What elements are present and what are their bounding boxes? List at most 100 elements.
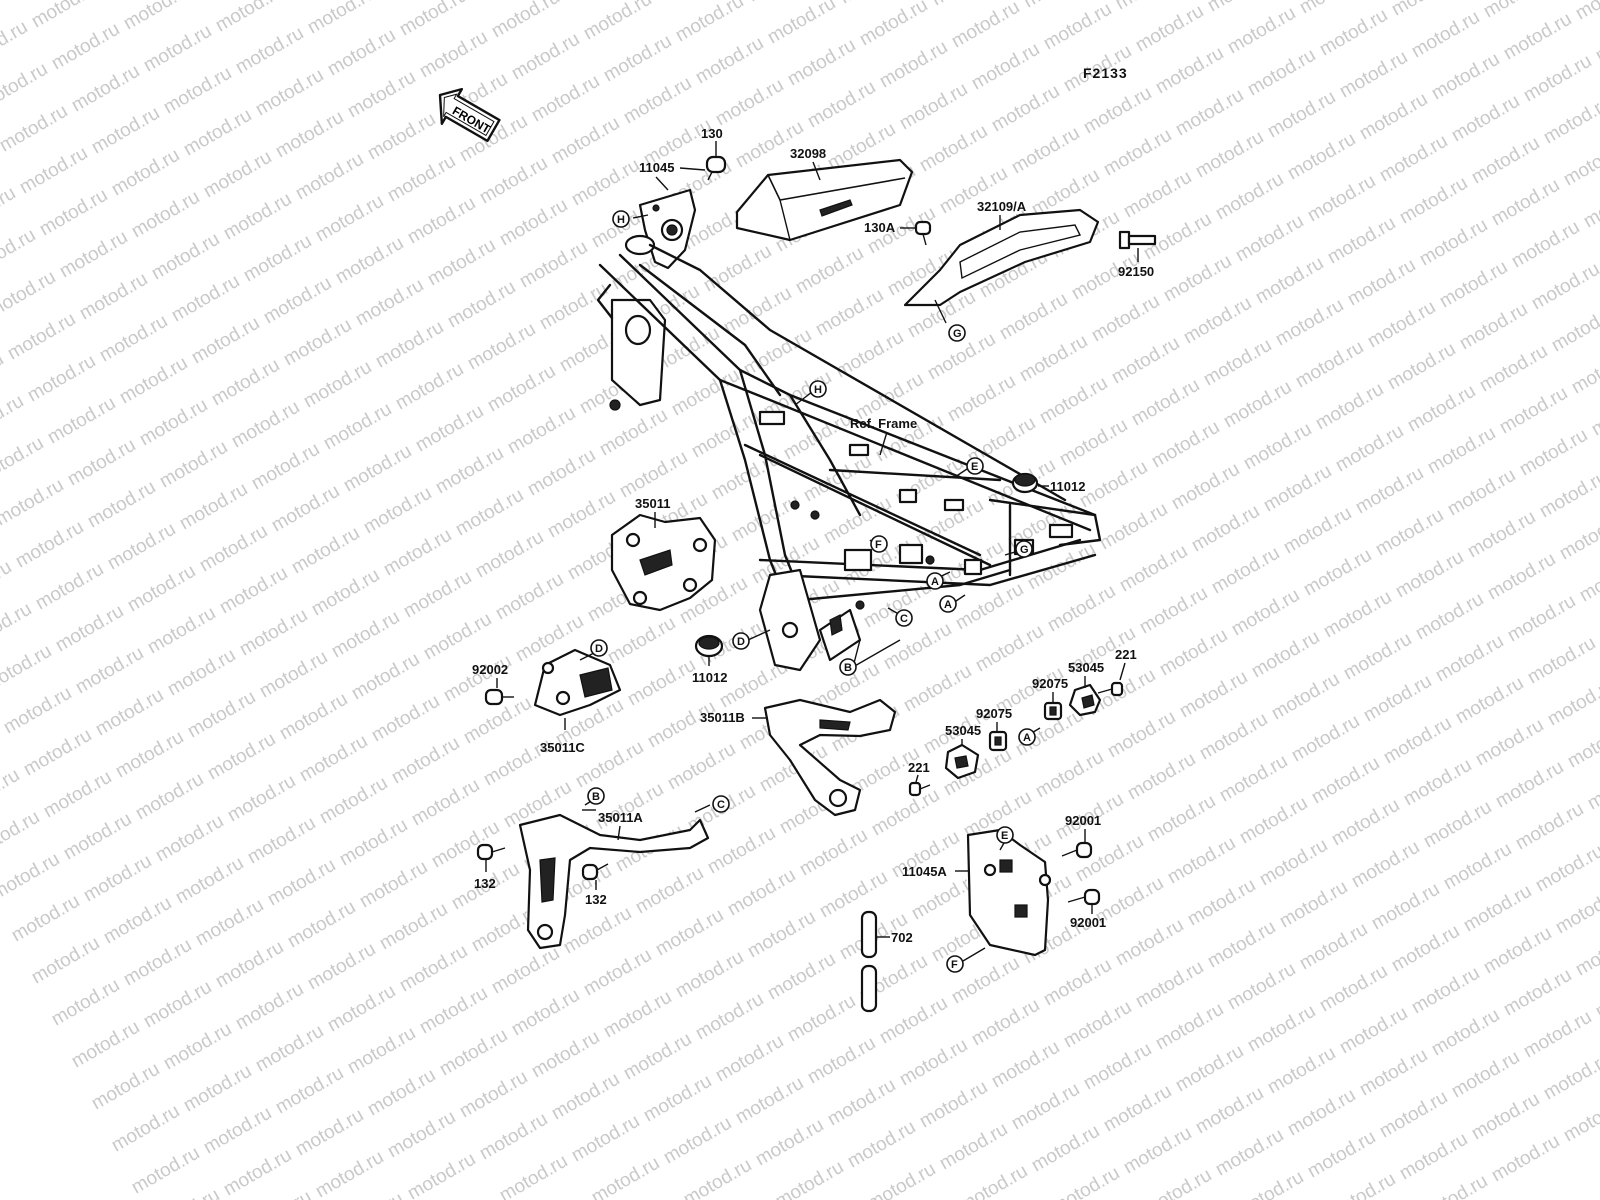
watermark-text: motod.ru [1304,1127,1379,1183]
watermark-text: motod.ru [504,403,579,459]
part-92075-damper-right [1043,701,1063,721]
watermark-text: motod.ru [232,979,307,1035]
watermark-text: motod.ru [1348,837,1423,893]
watermark-text: motod.ru [0,641,55,697]
watermark-text: motod.ru [332,1189,407,1200]
watermark-text: motod.ru [1332,421,1407,477]
watermark-text: motod.ru [972,621,1047,677]
watermark-text: motod.ru [180,105,255,161]
watermark-text: motod.ru [304,0,379,38]
ref-B-35011A: B [587,787,605,805]
watermark-text: motod.ru [344,67,419,123]
label-221-top: 221 [1115,647,1137,662]
watermark-text: motod.ru [1468,1089,1543,1145]
watermark-text: motod.ru [32,559,107,615]
watermark-text: motod.ru [172,853,247,909]
watermark-text: motod.ru [484,361,559,417]
ref-A-frame-1: A [926,572,944,590]
watermark-text: motod.ru [1044,581,1119,637]
watermark-text: motod.ru [1304,171,1379,227]
watermark-text: motod.ru [244,813,319,869]
ref-C-frame: C [895,609,913,627]
watermark-text: motod.ru [1436,257,1511,313]
watermark-text: motod.ru [220,189,295,245]
watermark-text: motod.ru [616,447,691,503]
ref-H-frame: H [809,380,827,398]
ref-E-frame: E [966,457,984,475]
part-221-bolt-top [1097,681,1124,697]
watermark-text: motod.ru [1132,1,1207,57]
watermark-text: motod.ru [52,601,127,657]
part-35011B-bracket [763,698,897,817]
watermark-text: motod.ru [1428,1005,1503,1061]
watermark-text: motod.ru [900,661,975,717]
watermark-text: motod.ru [1424,423,1499,479]
watermark-text: motod.ru [1440,839,1515,895]
watermark-text: motod.ru [220,1145,295,1200]
watermark-text: motod.ru [1376,1087,1451,1143]
watermark-text: motod.ru [968,995,1043,1051]
watermark-text: motod.ru [1428,49,1503,105]
watermark-text: motod.ru [4,309,79,365]
svg-text:B: B [844,662,852,674]
watermark-text: motod.ru [1016,331,1091,387]
watermark-text: motod.ru [620,73,695,129]
watermark-text: motod.ru [1212,1125,1287,1181]
watermark-text: motod.ru [1204,917,1279,973]
watermark-text: motod.ru [352,275,427,331]
ref-H-top: H [612,210,630,228]
watermark-text: motod.ru [1364,297,1439,353]
watermark-text: motod.ru [528,71,603,127]
label-32109A: 32109/A [977,199,1027,214]
watermark-text: motod.ru [1316,961,1391,1017]
watermark-text: motod.ru [488,943,563,999]
watermark-text: motod.ru [0,267,59,323]
watermark-text: motod.ru [1432,631,1507,687]
watermark-text: motod.ru [60,809,135,865]
watermark-text: motod.ru [392,359,467,415]
watermark-text: motod.ru [276,689,351,745]
watermark-text: motod.ru [804,77,879,133]
part-32098-tray [735,158,914,242]
label-11012-left: 11012 [692,670,727,685]
watermark-text: motod.ru [1596,593,1600,649]
label-53045-right: 53045 [1068,660,1104,675]
watermark-text: motod.ru [0,557,15,613]
part-35011-plate [610,513,717,612]
watermark-text: motod.ru [880,619,955,675]
part-702-pins [860,910,878,1013]
watermark-text: motod.ru [72,643,147,699]
watermark-text: motod.ru [1188,501,1263,557]
watermark-text: motod.ru [1320,587,1395,643]
watermark-text: motod.ru [1264,1043,1339,1099]
watermark-text: motod.ru [108,145,183,201]
watermark-text: motod.ru [40,767,115,823]
watermark-text: motod.ru [632,863,707,919]
ref-A-small: A [1018,728,1036,746]
watermark-text: motod.ru [284,897,359,953]
svg-text:C: C [717,799,725,811]
watermark-text: motod.ru [1492,757,1567,813]
label-ref-frame: Ref. Frame [850,416,917,431]
watermark-text: motod.ru [88,1059,163,1115]
watermark-text: motod.ru [804,1033,879,1089]
watermark-text: motod.ru [80,851,155,907]
watermark-text: motod.ru [1448,91,1523,147]
watermark-text: motod.ru [1140,1165,1215,1200]
watermark-text: motod.ru [24,351,99,407]
ref-A-frame-2: A [939,595,957,613]
watermark-text: motod.ru [96,311,171,367]
watermark-text: motod.ru [1136,583,1211,639]
watermark-text: motod.ru [436,1025,511,1081]
watermark-text: motod.ru [424,235,499,291]
watermark-text: motod.ru [8,891,83,947]
watermark-text: motod.ru [228,397,303,453]
watermark-text: motod.ru [1488,175,1563,231]
watermark-text: motod.ru [936,1119,1011,1175]
watermark-text: motod.ru [996,289,1071,345]
watermark-text: motod.ru [236,605,311,661]
watermark-text: motod.ru [580,945,655,1001]
watermark-text: motod.ru [88,103,163,159]
watermark-text: motod.ru [1248,627,1323,683]
watermark-text: motod.ru [1456,299,1531,355]
